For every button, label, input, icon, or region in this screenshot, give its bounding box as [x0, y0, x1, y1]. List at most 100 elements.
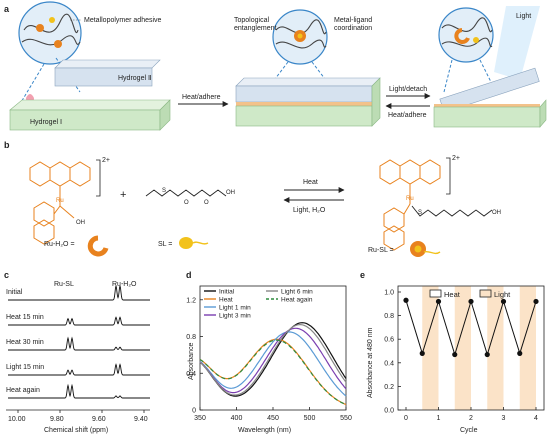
legend-heat-label: Heat [444, 290, 461, 299]
uv-legend-label: Light 1 min [219, 305, 251, 312]
cycle-point [403, 297, 409, 303]
cycle-point [468, 298, 474, 305]
ru-atom-right: Ru [406, 196, 414, 202]
uv-legend-label: Light 6 min [281, 289, 313, 296]
light-beam [494, 6, 540, 80]
legend-heat-swatch [429, 289, 442, 298]
nmr-trace [8, 316, 150, 326]
cycle-y-tick: 0.4 [384, 360, 394, 367]
panel-label-e: e [360, 270, 365, 280]
cycle-point [500, 298, 507, 305]
nmr-trace [8, 285, 150, 301]
hydrogel-1-base [433, 106, 541, 128]
cycle-x-tick: 4 [534, 415, 538, 422]
svg-text:O: O [204, 200, 209, 206]
cycle-point [435, 298, 442, 305]
ru-sl-structure [379, 159, 441, 251]
hydrogel-2-label: Hydrogel Ⅱ [118, 75, 151, 82]
cycle-x-tick: 0 [404, 415, 408, 422]
nmr-tick-0: 10.00 [8, 416, 26, 423]
ru-sl-key-label: Ru-SL = [368, 247, 394, 254]
uv-x-tick: 500 [304, 415, 316, 422]
nmr-trace-label: Heat 30 min [6, 339, 44, 346]
charge-right: 2+ [452, 155, 460, 162]
polymer-chain [21, 35, 81, 46]
panel-label-c: c [4, 270, 9, 280]
sl-chain [145, 189, 227, 197]
cycle-light-bands [422, 286, 536, 410]
sl-key-label: SL = [158, 241, 172, 248]
uv-xlabel: Wavelength (nm) [238, 427, 291, 434]
light-band [519, 286, 536, 410]
nmr-trace-label: Initial [6, 289, 23, 296]
cycle-ylabel: Absorbance at 480 nm [367, 327, 374, 398]
panel-label-a: a [4, 4, 10, 14]
cycle-point [533, 298, 539, 305]
nmr-trace-label: Light 15 min [6, 364, 44, 371]
panel-a: a Metallopolymer adhesive Hydrogel Ⅱ Hyd… [4, 1, 547, 131]
uv-series-line [199, 331, 347, 397]
panel-label-d: d [186, 270, 192, 280]
panel-label-b: b [4, 140, 10, 150]
nmr-trace [8, 383, 150, 399]
uv-series-line [199, 338, 347, 406]
uv-y-tick: 0.4 [186, 371, 196, 378]
uv-legend-label: Initial [219, 289, 235, 296]
uv-x-tick: 450 [267, 415, 279, 422]
uv-curves [199, 322, 347, 406]
light-h2o-label: Light, H₂O [293, 207, 326, 214]
light-band [454, 286, 471, 410]
light-band [422, 286, 439, 410]
light-detach-label: Light/detach [389, 86, 427, 93]
uv-x-ticks: 350 400 450 500 550 [194, 407, 352, 422]
uv-y-tick: 1.2 [186, 297, 196, 304]
nmr-trace [8, 336, 150, 351]
legend-light-swatch [479, 289, 492, 298]
cycle-y-tick: 0.2 [384, 384, 394, 391]
uv-x-tick: 550 [340, 415, 352, 422]
ru-h2o-structure [29, 161, 91, 245]
nmr-ticks: 10.00 9.80 9.60 9.40 [8, 410, 148, 423]
nmr-trace-label: Heat again [6, 387, 40, 394]
uv-y-tick: 0 [192, 408, 196, 415]
cycle-point [517, 350, 523, 356]
ligand-icon [49, 17, 55, 23]
uv-series-line [199, 327, 347, 394]
uv-x-tick: 400 [231, 415, 243, 422]
nmr-trace-label: Heat 15 min [6, 314, 44, 321]
nmr-tick-2: 9.60 [92, 416, 106, 423]
ru-h2o-icon [87, 235, 109, 257]
uv-x-tick: 350 [194, 415, 206, 422]
heat-label: Heat [303, 179, 318, 186]
nmr-tick-1: 9.80 [50, 416, 64, 423]
cycle-y-tick: 0.8 [384, 313, 394, 320]
uv-y-ticks: 0 0.4 0.8 1.2 [186, 297, 203, 415]
uv-legend-label: Heat [219, 297, 233, 304]
detach-magnifier [438, 7, 494, 63]
hydrogel-2-bonded [235, 85, 373, 103]
cycle-x-tick: 1 [437, 415, 441, 422]
cycle-y-tick: 1.0 [384, 290, 394, 297]
uv-series-line [199, 339, 347, 406]
cycle-y-tick: 0.6 [384, 337, 394, 344]
panel-b: b Ru OH 2+ + S O O OH Heat Light, H₂O [4, 140, 501, 257]
ru-aqua-icon [454, 28, 470, 44]
oh-label: OH [76, 220, 85, 226]
cycle-xlabel: Cycle [460, 427, 478, 434]
legend-light-label: Light [494, 290, 511, 299]
light-label: Light [516, 13, 531, 20]
svg-text:S: S [162, 188, 166, 194]
cycle-series [403, 297, 539, 358]
cycle-point [419, 350, 425, 356]
uv-y-tick: 0.8 [186, 334, 196, 341]
cycle-point [484, 351, 490, 358]
uv-legend-label: Light 3 min [219, 313, 251, 320]
ru-complex-icon [36, 24, 44, 32]
nmr-xlabel: Chemical shift (ppm) [44, 427, 108, 434]
